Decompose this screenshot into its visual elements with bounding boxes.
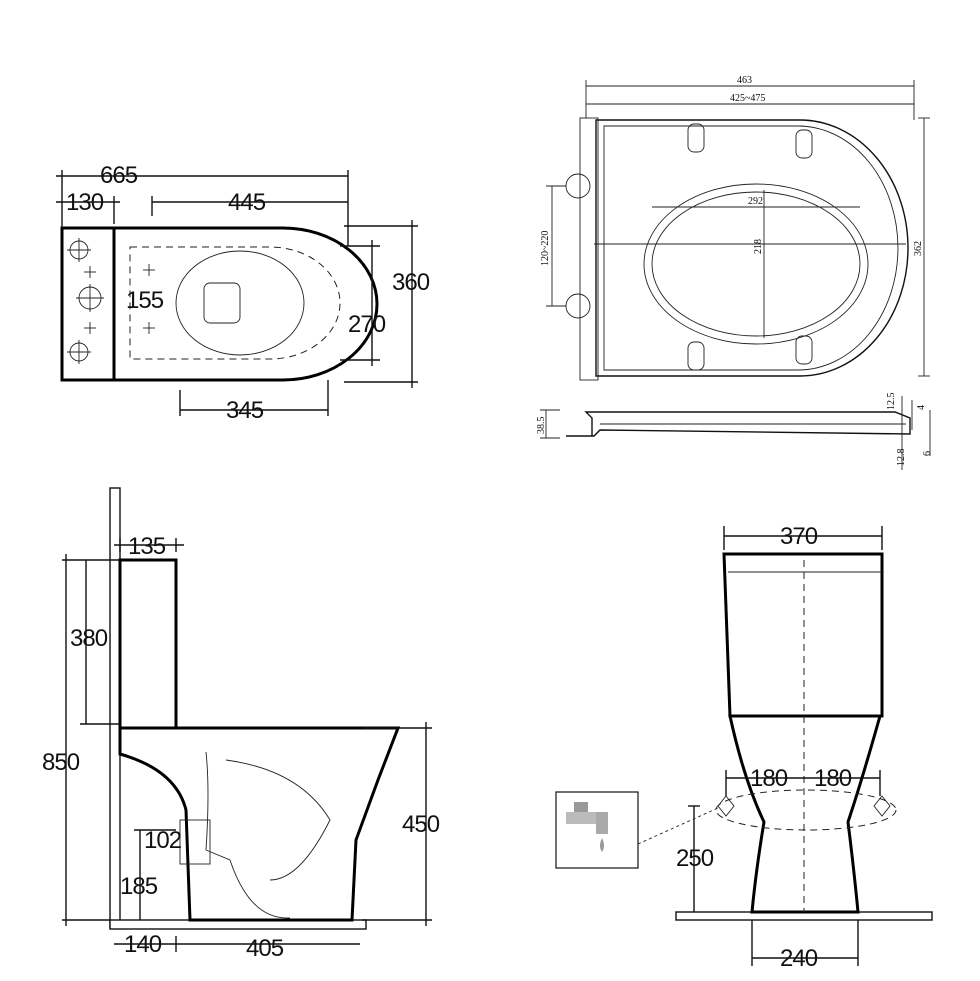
pan-side [118,726,401,922]
toilet-outline-top [60,226,379,382]
dim-outlet-diameter: 102 [144,827,182,854]
dim-thickness-d: 6 [922,451,933,456]
cistern-side [118,558,178,730]
dim-supply-left: 180 [750,765,788,792]
dim-total-height: 850 [42,749,80,776]
dim-seat-height: 38.5 [536,417,547,435]
dim-outlet-height: 185 [120,873,158,900]
top-view: 665 130 445 360 270 155 345 [56,162,431,424]
dim-opening-length: 292 [748,196,763,207]
cistern-front [722,552,884,718]
dim-seat-depth: 362 [913,241,924,256]
dim-seat-fixing-range: 425~475 [730,93,765,104]
dim-cistern-width: 370 [780,523,818,550]
dim-seat-overall: 463 [737,75,752,86]
dim-pan-height: 450 [402,811,440,838]
dim-bolt-spacing: 155 [126,287,164,314]
front-view: 370 180 180 250 240 [555,523,933,972]
water-tap-icon [555,791,639,869]
dim-cistern-height: 380 [70,625,108,652]
pan-front [728,714,882,914]
dim-cistern-depth: 130 [66,189,104,216]
dim-opening-width: 218 [753,239,764,254]
dim-seat-width: 270 [348,311,386,338]
dim-footprint: 405 [246,935,284,962]
dim-thickness-a: 12.5 [886,393,897,411]
dim-thickness-c: 12.8 [896,449,907,467]
dim-thickness-b: 4 [916,405,927,410]
seat-view: 463 425~475 292 218 362 120~220 38.5 12.… [536,75,933,470]
dim-hinge-spacing: 120~220 [540,231,551,266]
dim-wall-gap: 140 [124,931,162,958]
dim-total-width: 360 [392,269,430,296]
dim-cistern-setback: 135 [128,533,166,560]
dim-total-length: 665 [100,162,138,189]
dim-supply-right: 180 [814,765,852,792]
dim-supply-height: 250 [676,845,714,872]
dim-pan-length: 445 [228,189,266,216]
side-view: 135 380 850 450 102 185 140 405 [42,487,441,962]
seat-outline [595,119,909,377]
dim-base-width: 240 [780,945,818,972]
dim-pan-depth: 345 [226,397,264,424]
